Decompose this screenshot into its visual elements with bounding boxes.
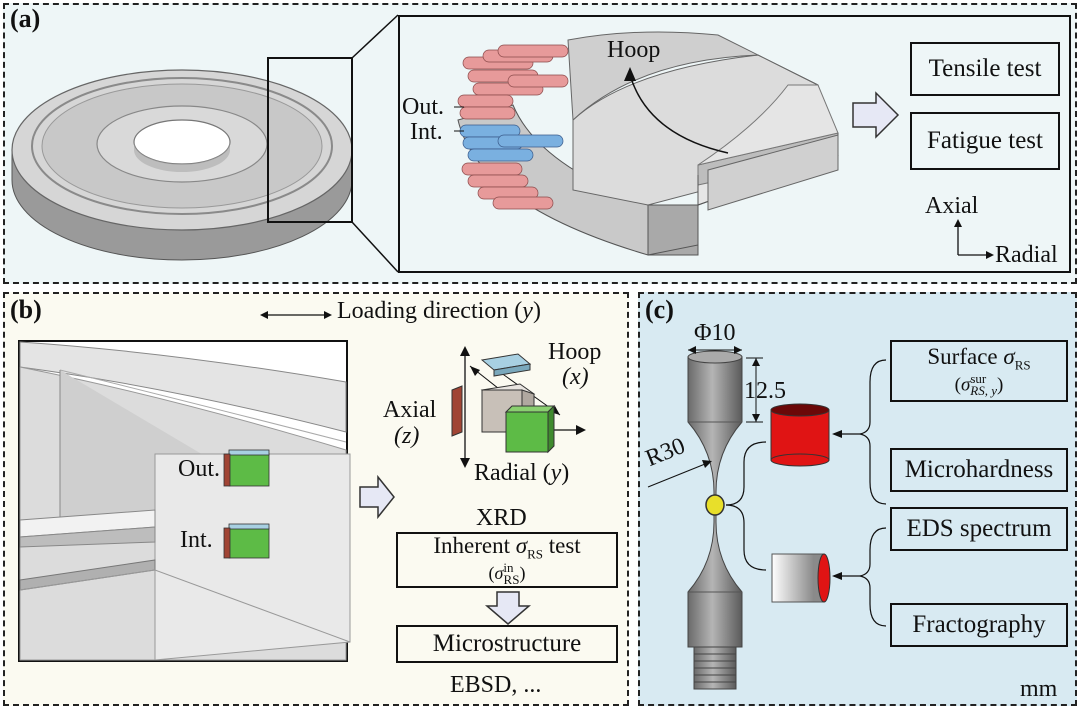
hoop-label-b: Hoop xyxy=(548,339,602,365)
microhardness-box: Microhardness xyxy=(890,448,1068,492)
int-label-b: Int. xyxy=(180,527,213,553)
axial-label-b: Axial xyxy=(383,397,437,423)
int-label-a: Int. xyxy=(410,119,443,145)
eds-box: EDS spectrum xyxy=(890,507,1068,551)
orientation-cubes xyxy=(451,346,586,468)
panel-c-tag: (c) xyxy=(645,295,674,324)
specimen-drawing xyxy=(647,346,887,690)
length-label: 12.5 xyxy=(744,378,786,404)
zoom-illustration xyxy=(454,31,994,259)
hoop-label-a: Hoop xyxy=(607,37,661,63)
radial-label-b: Radial (y) xyxy=(474,460,570,486)
panel-b-tag: (b) xyxy=(10,295,42,324)
out-label-a: Out. xyxy=(402,94,444,120)
inherent-rs-box: Inherent σRS test (σinRS) xyxy=(396,532,618,588)
fractography-box: Fractography xyxy=(890,603,1068,647)
loading-direction: Loading direction (y) xyxy=(337,298,541,324)
xrd-label: XRD xyxy=(476,505,527,531)
out-label-b: Out. xyxy=(178,456,220,482)
panel-a-tag: (a) xyxy=(10,4,41,33)
microstructure-box: Microstructure xyxy=(396,625,618,663)
blue-specimens xyxy=(459,124,564,162)
ebsd-label: EBSD, ... xyxy=(450,672,542,698)
detail-arrow xyxy=(359,474,395,520)
pink-specimens xyxy=(457,44,569,210)
axial-var: (z) xyxy=(394,423,420,449)
disc-illustration xyxy=(11,14,399,273)
fatigue-test-box: Fatigue test xyxy=(910,112,1060,170)
loading-arrow xyxy=(260,311,332,319)
unit-label: mm xyxy=(1020,676,1058,702)
radial-label-a: Radial xyxy=(995,242,1058,268)
surface-rs-box: Surface σRS (σsurRS, y) xyxy=(890,340,1068,402)
zoom-box xyxy=(398,15,1071,273)
axial-label-a: Axial xyxy=(925,193,979,219)
hoop-var: (x) xyxy=(562,364,589,390)
detail-illustration xyxy=(19,341,351,661)
phi-label: Φ10 xyxy=(694,320,736,346)
micro-arrow xyxy=(484,591,532,625)
tensile-test-box: Tensile test xyxy=(910,42,1060,96)
